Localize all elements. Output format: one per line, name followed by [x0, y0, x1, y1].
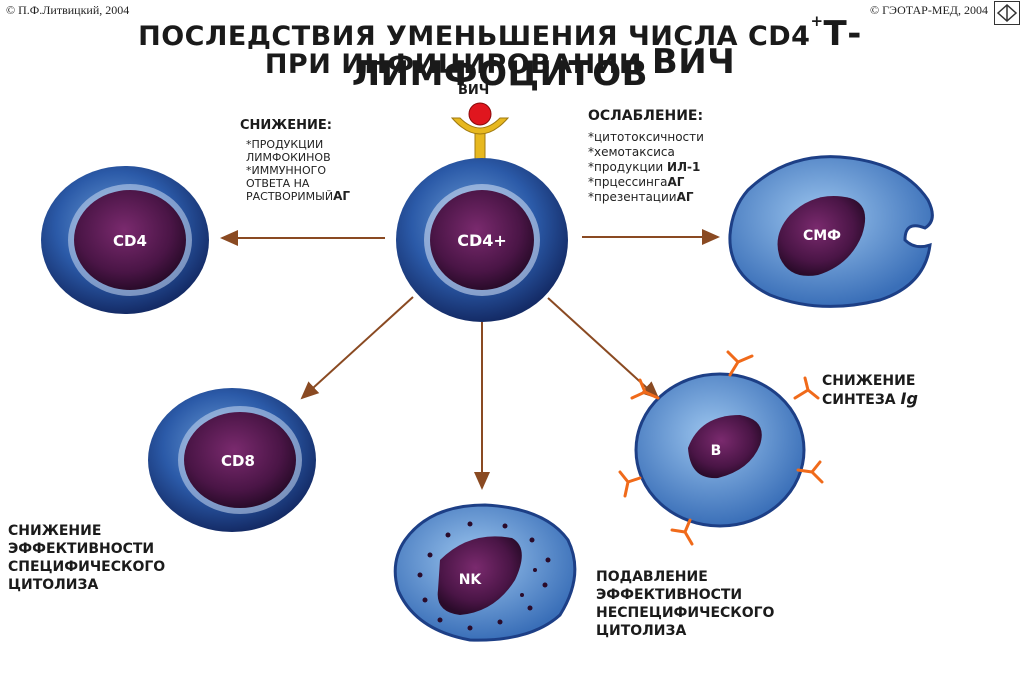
- right-block-list: *цитотоксичности *хемотаксиса *продукции…: [588, 130, 738, 205]
- cd8-label-line3: СПЕЦИФИЧЕСКОГО: [8, 559, 166, 575]
- page-title-line2: ПРИ ИНФИЦИРОВАНИИ ВИЧ: [0, 42, 1000, 82]
- antibody-icons: [618, 350, 824, 546]
- cell-cd4: [41, 166, 209, 314]
- right-item-1: *цитотоксичности: [588, 130, 704, 144]
- nk-label-line2: ЭФФЕКТИВНОСТИ: [596, 587, 743, 603]
- left-block-heading: СНИЖЕНИЕ:: [240, 118, 332, 133]
- cell-nk: [393, 503, 577, 642]
- copyright-left: © П.Ф.Литвицкий, 2004: [6, 3, 130, 17]
- cd8-label-line1: СНИЖЕНИЕ: [8, 523, 102, 539]
- left-line-3: *ИММУННОГО: [246, 164, 326, 177]
- title-line2-a: ПРИ ИНФИЦИРОВАНИИ: [264, 49, 642, 80]
- b-label-line1: СНИЖЕНИЕ: [822, 373, 916, 389]
- cd8-label-line4: ЦИТОЛИЗА: [8, 577, 99, 593]
- hiv-label: ВИЧ: [458, 83, 490, 98]
- cell-label-smf: СМФ: [803, 228, 841, 244]
- arrows: [220, 229, 720, 490]
- arrow-to-cd8: [300, 296, 414, 400]
- right-item-4: *прцессинга: [588, 175, 668, 189]
- right-item-3: *продукции: [588, 160, 668, 174]
- nk-label: ПОДАВЛЕНИЕ ЭФФЕКТИВНОСТИ НЕСПЕЦИФИЧЕСКОГ…: [596, 568, 774, 640]
- left-line-4: ОТВЕТА НА: [246, 177, 310, 190]
- cell-b: [634, 372, 806, 528]
- right-item-2: *хемотаксиса: [588, 145, 675, 159]
- right-block-heading: ОСЛАБЛЕНИЕ:: [588, 108, 704, 124]
- cell-label-center: CD4+: [457, 231, 507, 250]
- title-part-a: ПОСЛЕДСТВИЯ УМЕНЬШЕНИЯ ЧИСЛА CD4: [138, 21, 811, 52]
- left-block-list: *ПРОДУКЦИИ ЛИМФОКИНОВ *ИММУННОГО ОТВЕТА …: [246, 138, 386, 203]
- right-item-5-bold: АГ: [676, 190, 694, 204]
- copyright-right: © ГЭОТАР-МЕД, 2004: [869, 3, 988, 17]
- b-cell-label: СНИЖЕНИЕ СИНТЕЗА Ig: [822, 372, 918, 409]
- nk-label-line4: ЦИТОЛИЗА: [596, 623, 687, 639]
- publisher-logo-icon: [994, 1, 1020, 25]
- cell-smf: [728, 155, 934, 308]
- nk-label-line1: ПОДАВЛЕНИЕ: [596, 569, 708, 585]
- cell-cd8: [148, 388, 316, 532]
- cd8-label: СНИЖЕНИЕ ЭФФЕКТИВНОСТИ СПЕЦИФИЧЕСКОГО ЦИ…: [8, 522, 165, 594]
- cell-label-cd4: CD4: [113, 232, 147, 250]
- title-line2-b: ВИЧ: [651, 42, 736, 82]
- right-item-4-bold: АГ: [667, 175, 685, 189]
- b-label-line2: СИНТЕЗА: [822, 392, 896, 408]
- b-label-ig: Ig: [900, 389, 918, 408]
- left-line-5-bold: АГ: [333, 189, 350, 203]
- title-part-b: Т-ЛИМФОЦИТОВ: [351, 14, 862, 94]
- title-superscript: +: [810, 12, 824, 30]
- hiv-receptor-icon: [450, 102, 510, 171]
- right-item-3-bold: ИЛ-1: [667, 160, 701, 174]
- cell-label-nk: NK: [459, 572, 483, 588]
- cell-cd4-plus: [396, 158, 568, 322]
- left-line-5: РАСТВОРИМЫЙ: [246, 190, 334, 203]
- left-line-1: *ПРОДУКЦИИ: [246, 138, 324, 151]
- page-title-line1: ПОСЛЕДСТВИЯ УМЕНЬШЕНИЯ ЧИСЛА CD4+Т-ЛИМФО…: [0, 12, 1000, 94]
- right-item-5: *презентации: [588, 190, 677, 204]
- left-line-2: ЛИМФОКИНОВ: [246, 151, 331, 164]
- cd8-label-line2: ЭФФЕКТИВНОСТИ: [8, 541, 155, 557]
- cell-label-b: B: [711, 443, 722, 459]
- nk-label-line3: НЕСПЕЦИФИЧЕСКОГО: [596, 605, 775, 621]
- cell-label-cd8: CD8: [221, 452, 255, 470]
